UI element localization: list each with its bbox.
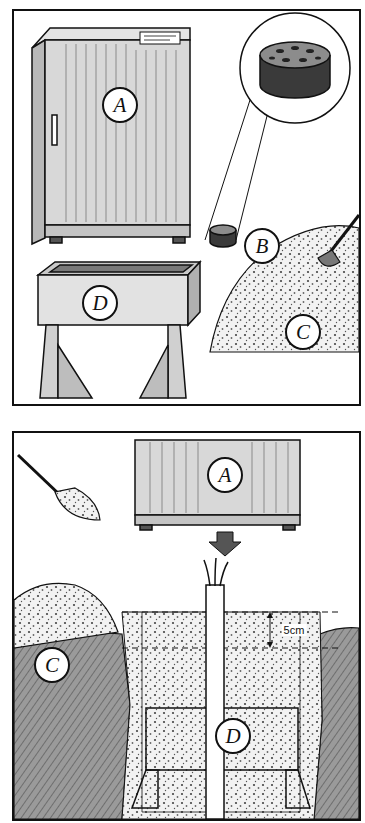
dimension-label: 5cm [282, 624, 307, 636]
cable-pipe [220, 562, 228, 586]
callout-letter: B [244, 228, 280, 264]
cabinet [162, 442, 163, 513]
cable-seal [260, 42, 330, 68]
cabinet [140, 32, 180, 44]
cable-pipe [204, 558, 228, 819]
gravel-pile [328, 215, 359, 255]
cabinet [146, 50, 147, 222]
stand [140, 345, 168, 398]
callout-letter: A [207, 457, 243, 493]
stand [50, 265, 192, 272]
cable-seal [205, 13, 350, 247]
cabinet [126, 44, 127, 222]
cabinet [76, 44, 77, 222]
panel-frame [13, 10, 360, 405]
cable-pipe [206, 585, 224, 819]
gravel-fill [122, 648, 342, 649]
stand [38, 262, 200, 275]
callout-letter: C [285, 314, 321, 350]
cabinet [150, 442, 151, 513]
callout-letter: D [82, 285, 118, 321]
cabinet [45, 40, 190, 225]
cabinet [276, 442, 277, 513]
stand [38, 262, 200, 398]
cabinet [174, 442, 175, 513]
cabinet [176, 50, 177, 222]
dimension-line [270, 615, 271, 645]
stand [40, 325, 58, 398]
cabinet [186, 442, 187, 513]
cable-seal [315, 56, 321, 59]
stand [58, 345, 92, 398]
callout-letter: A [102, 87, 138, 123]
gravel-pile [18, 455, 60, 495]
cabinet [52, 115, 57, 145]
cabinet [283, 525, 295, 530]
cabinet [32, 28, 190, 244]
gravel-pile [55, 488, 100, 520]
gravel-fill [122, 612, 342, 819]
cable-seal [210, 225, 236, 235]
soil [14, 632, 130, 819]
cabinet [135, 515, 300, 525]
cabinet [252, 442, 253, 513]
cable-seal [276, 49, 284, 53]
stand [38, 275, 188, 325]
cable-pipe [204, 560, 210, 586]
cabinet [66, 44, 67, 222]
cabinet [166, 50, 167, 222]
cabinet [136, 50, 137, 222]
cabinet [32, 40, 45, 244]
gravel-pile [14, 583, 118, 648]
panel-frame [13, 432, 360, 820]
cable-pipe [215, 558, 216, 586]
cabinet [144, 40, 170, 41]
down-arrow [209, 532, 241, 556]
callout-letter: C [34, 647, 70, 683]
gravel-pile [14, 455, 118, 648]
cable-seal [282, 58, 290, 62]
cabinet [106, 44, 107, 222]
cabinet [156, 50, 157, 222]
dimension-line [270, 615, 271, 645]
stand [168, 325, 186, 398]
cable-seal [269, 56, 275, 59]
gravel-pile [318, 250, 340, 266]
cabinet [86, 44, 87, 222]
cable-seal [205, 100, 250, 240]
panel-frame [13, 432, 360, 820]
cable-seal [291, 46, 299, 50]
cabinet [150, 442, 288, 513]
cabinet [135, 440, 300, 530]
cabinet [144, 36, 176, 37]
cable-seal [269, 46, 321, 62]
cable-seal [236, 112, 268, 240]
cabinet [50, 237, 62, 243]
cable-seal [306, 49, 314, 53]
stand [286, 770, 310, 808]
down-arrow [209, 532, 241, 556]
cabinet [116, 44, 117, 222]
cabinet [140, 525, 152, 530]
panel-frame [13, 10, 360, 405]
gravel-fill [122, 612, 342, 613]
cabinet [173, 237, 185, 243]
cabinet [135, 440, 300, 515]
cabinet [198, 442, 199, 513]
callout-letter: D [215, 718, 251, 754]
cabinet [96, 44, 97, 222]
stand [188, 262, 200, 325]
cabinet [66, 44, 176, 222]
cabinet [288, 442, 289, 513]
gravel-pile [210, 215, 359, 352]
cabinet [264, 442, 265, 513]
cabinet [45, 225, 190, 237]
cable-seal [240, 13, 350, 123]
gravel-fill [300, 612, 301, 812]
cable-seal [299, 58, 307, 62]
stand [132, 770, 158, 808]
